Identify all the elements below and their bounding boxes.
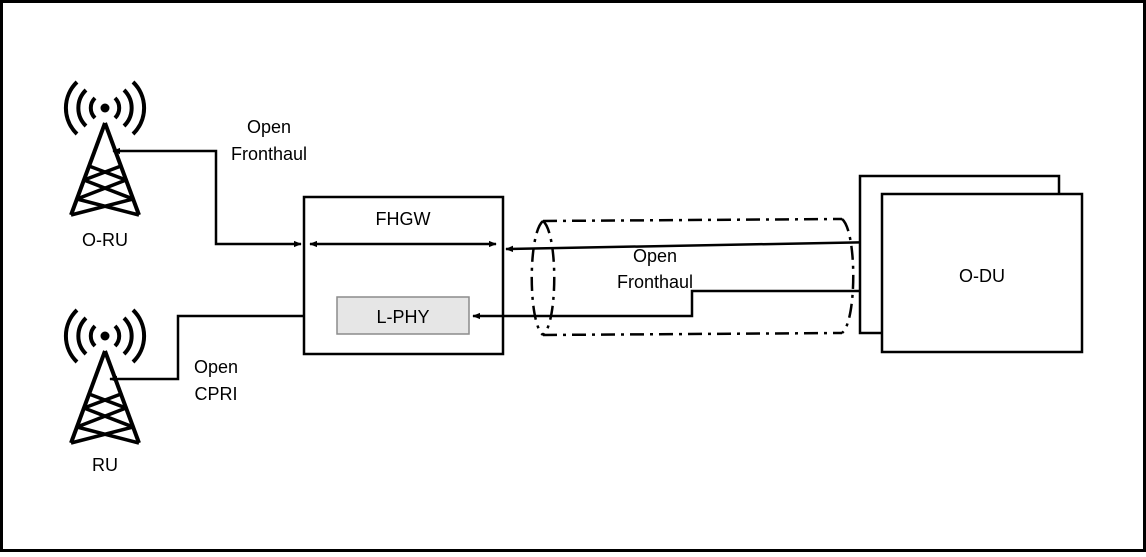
lphy-box	[336, 296, 470, 335]
oru-label: O-RU	[82, 230, 128, 250]
odu-label: O-DU	[959, 266, 1005, 286]
fhgw-label: FHGW	[376, 209, 431, 229]
lphy-label: L-PHY	[376, 307, 429, 327]
fronthaul-transport-cylinder	[530, 217, 855, 337]
oru-fhgw-link	[112, 147, 302, 248]
open-fronthaul-top-label-line1: Open	[247, 117, 291, 137]
open-fronthaul-mid-label-line2: Fronthaul	[617, 272, 693, 292]
odu-front-box	[880, 192, 1084, 354]
ru-label: RU	[92, 455, 118, 475]
open-fronthaul-top-label-line2: Fronthaul	[231, 144, 307, 164]
open-cpri-label-line2: CPRI	[194, 384, 237, 404]
lphy-odu-lower-link	[472, 287, 880, 320]
open-fronthaul-mid-label-line1: Open	[633, 246, 677, 266]
fhgw-odu-upper-link	[505, 238, 880, 253]
ru-lphy-link	[109, 312, 335, 383]
open-cpri-label-line1: Open	[194, 357, 238, 377]
